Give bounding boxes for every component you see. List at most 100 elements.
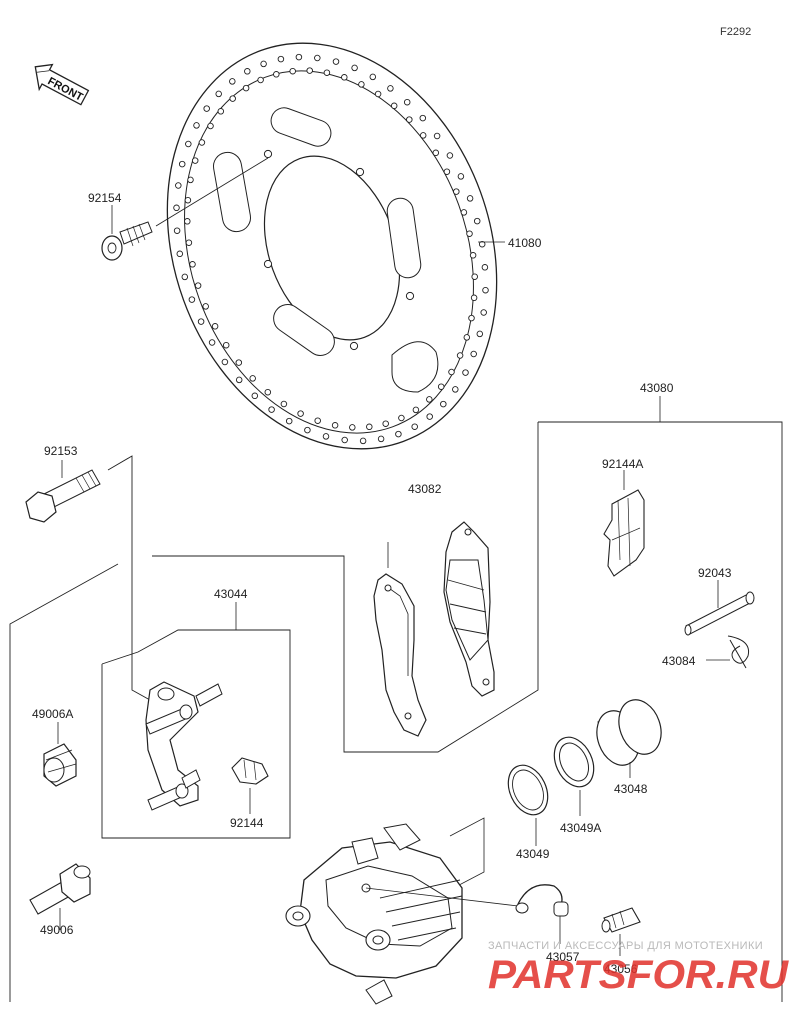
vent-hole [453, 188, 460, 195]
part-label-92144A[interactable]: 92144A [602, 457, 644, 471]
watermark-tagline: ЗАПЧАСТИ И АКСЕССУАРЫ ДЛЯ МОТОТЕХНИКИ [488, 940, 764, 952]
vent-hole [426, 413, 433, 420]
vent-hole [466, 195, 474, 202]
dust-seal [553, 736, 595, 816]
vent-hole [188, 296, 196, 303]
vent-hole [446, 152, 454, 159]
vent-hole [403, 98, 411, 106]
part-label-92144[interactable]: 92144 [230, 816, 264, 830]
brake-pads [373, 521, 495, 737]
part-label-43080[interactable]: 43080 [640, 381, 674, 395]
vent-hole [482, 286, 489, 294]
vent-hole [452, 386, 459, 393]
vent-hole [349, 424, 356, 431]
vent-hole [193, 122, 200, 129]
part-label-43056[interactable]: 43056 [604, 962, 638, 976]
brake-disc [166, 42, 498, 450]
vent-hole [184, 196, 192, 204]
vent-hole [341, 436, 348, 444]
vent-hole [215, 90, 222, 98]
vent-hole [331, 422, 339, 429]
part-label-43049A[interactable]: 43049A [560, 821, 602, 835]
vent-hole [289, 67, 296, 75]
part-label-43049[interactable]: 43049 [516, 847, 550, 861]
vent-hole [304, 426, 311, 434]
dust-boot [43, 722, 77, 787]
pad-pin [684, 580, 755, 669]
vent-hole [273, 71, 280, 78]
pad-spring [603, 470, 645, 577]
vent-hole [412, 406, 420, 414]
vent-hole [395, 430, 402, 438]
bleeder-boot [29, 863, 91, 930]
part-label-92154[interactable]: 92154 [88, 191, 122, 205]
vent-hole [443, 168, 451, 175]
vent-hole [249, 375, 256, 382]
vent-hole [184, 218, 191, 225]
vent-hole [285, 417, 293, 425]
vent-hole [235, 376, 243, 384]
vent-hole [229, 78, 236, 85]
vent-hole [306, 67, 313, 74]
svg-text:PARTSFOR.RU: PARTSFOR.RU [488, 953, 789, 996]
vent-hole [175, 182, 182, 189]
vent-hole [194, 282, 202, 289]
bleeder-cap [515, 884, 569, 944]
vent-hole [181, 273, 189, 281]
vent-hole [433, 132, 441, 140]
vent-hole [469, 252, 477, 259]
vent-hole [419, 114, 427, 122]
vent-hole [280, 400, 288, 408]
vent-hole [470, 350, 477, 358]
vent-hole [251, 392, 259, 400]
vent-hole [366, 423, 373, 431]
vent-hole [198, 139, 206, 146]
part-label-43044[interactable]: 43044 [214, 587, 248, 601]
vent-hole [235, 359, 243, 366]
vent-hole [382, 420, 389, 427]
disc-vent-holes [173, 53, 489, 445]
vent-hole [456, 352, 464, 359]
vent-hole [323, 69, 331, 76]
vent-hole [351, 64, 358, 72]
vent-hole [341, 74, 348, 81]
vent-hole [390, 102, 398, 110]
vent-hole [176, 250, 184, 258]
vent-hole [481, 264, 489, 271]
vent-hole [419, 132, 427, 139]
part-label-49006A[interactable]: 49006A [32, 707, 74, 721]
vent-hole [332, 58, 340, 65]
vent-hole [406, 116, 413, 123]
vent-hole [189, 261, 196, 268]
caliper-bolt [25, 455, 151, 701]
part-label-92153[interactable]: 92153 [44, 444, 78, 458]
vent-hole [411, 423, 418, 430]
vent-hole [387, 85, 394, 92]
vent-hole [295, 53, 303, 61]
piston-seal [507, 764, 549, 846]
disc-bolt [101, 157, 269, 261]
caliper-bracket [145, 681, 223, 811]
part-label-43084[interactable]: 43084 [662, 654, 696, 668]
part-label-49006[interactable]: 49006 [40, 923, 74, 937]
part-label-92043[interactable]: 92043 [698, 566, 732, 580]
vent-hole [277, 55, 285, 63]
caliper-piston [596, 699, 662, 778]
part-label-43057[interactable]: 43057 [546, 950, 580, 964]
vent-hole [377, 435, 385, 443]
vent-hole [244, 68, 251, 75]
vent-hole [221, 358, 229, 366]
vent-hole [322, 433, 330, 440]
part-label-43048[interactable]: 43048 [614, 782, 648, 796]
vent-hole [191, 157, 199, 164]
vent-hole [432, 149, 440, 157]
vent-hole [468, 314, 475, 322]
vent-hole [297, 410, 304, 417]
part-label-43082[interactable]: 43082 [408, 482, 442, 496]
vent-hole [448, 368, 455, 376]
vent-hole [314, 54, 321, 62]
vent-hole [185, 140, 192, 148]
part-label-41080[interactable]: 41080 [508, 236, 542, 250]
vent-hole [478, 240, 486, 248]
